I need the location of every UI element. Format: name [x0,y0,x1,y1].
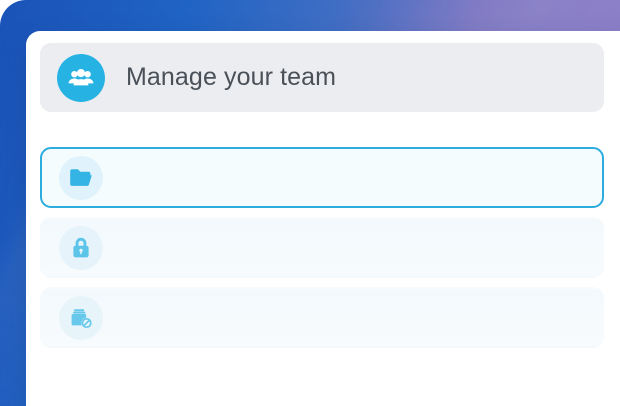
lock-icon [59,225,103,270]
people-group-icon [57,53,105,102]
open-folder-icon [59,155,103,200]
list-item-open-folder[interactable] [40,147,604,208]
folder-blocked-icon [59,295,103,340]
card-header: Manage your team [40,43,604,112]
team-management-card: Manage your team [26,31,620,406]
page-title: Manage your team [126,63,337,91]
list-item-folder-blocked[interactable] [40,287,604,348]
list-item-lock[interactable] [40,217,604,278]
team-options-list [40,147,604,357]
